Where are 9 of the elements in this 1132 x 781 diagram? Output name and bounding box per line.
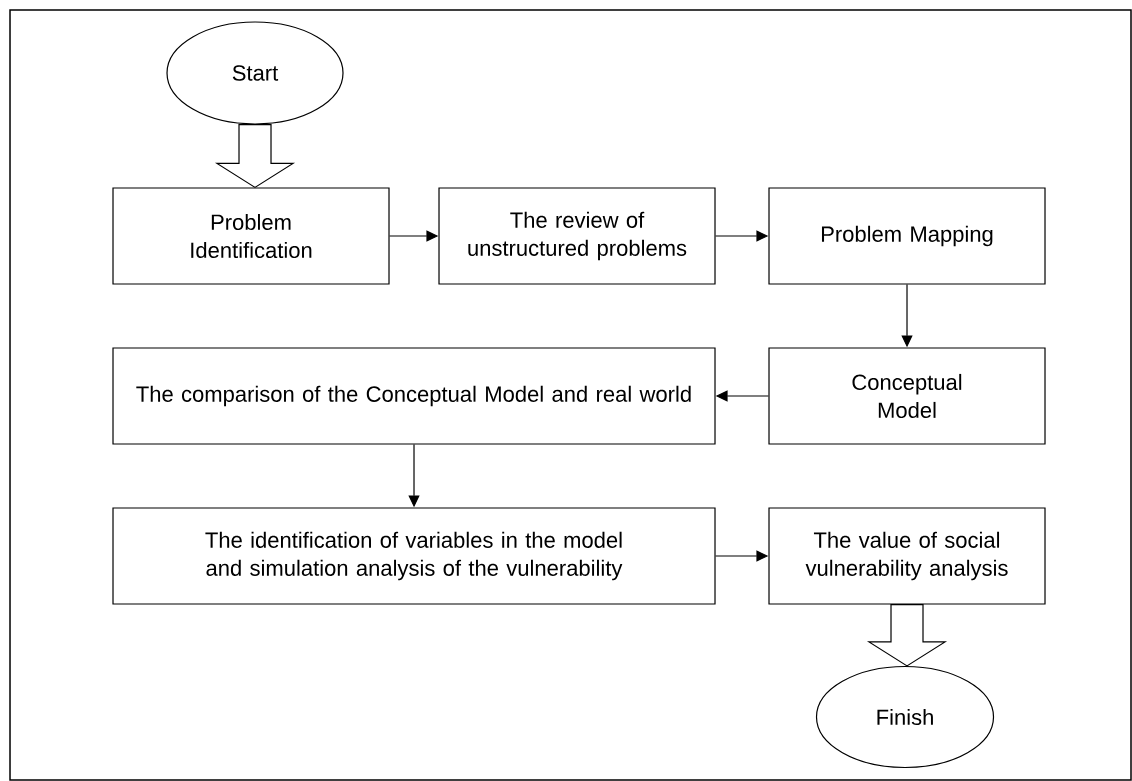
process-box: Problem Identification (112, 187, 390, 285)
process-box: The review of unstructured problems (438, 187, 716, 285)
block-arrow (214, 124, 296, 189)
process-box: The value of social vulnerability analysis (768, 507, 1046, 605)
process-box: Problem Mapping (768, 187, 1046, 285)
block-arrow (866, 604, 948, 667)
process-box: The comparison of the Conceptual Model and real world (112, 347, 716, 445)
process-box: Conceptual Model (768, 347, 1046, 445)
process-box: The identification of variables in the model and simulation analysis of the vulnerability (112, 507, 716, 605)
